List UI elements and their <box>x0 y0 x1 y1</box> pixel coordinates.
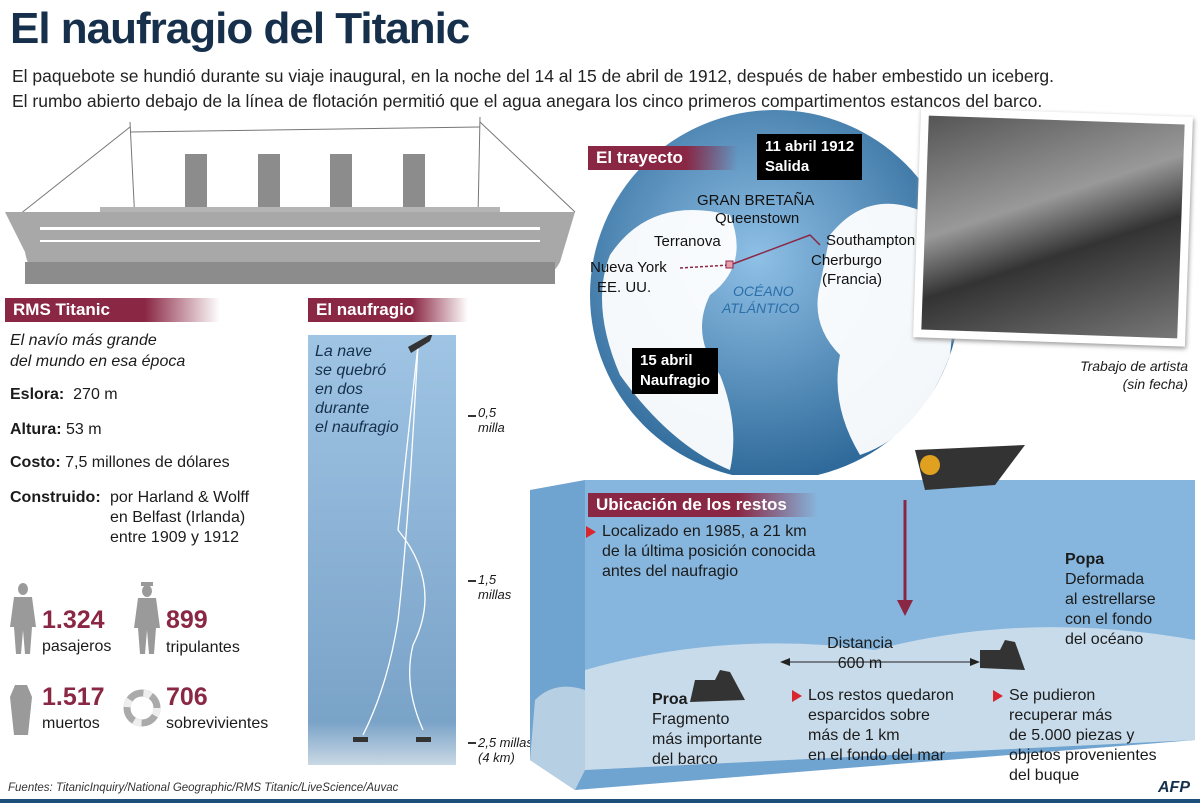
fact-construido-value: entre 1909 y 1912 <box>110 529 239 546</box>
stat-label: tripulantes <box>166 639 240 656</box>
depth-label: 2,5 millas(4 km) <box>478 735 533 765</box>
popa-text: Deformada <box>1065 571 1145 588</box>
lifebuoy-icon <box>123 689 161 727</box>
artwork-photo <box>913 107 1193 347</box>
sinking-depth-diagram <box>308 335 456 765</box>
stat-label: pasajeros <box>42 638 112 655</box>
sinking-note: La nave <box>315 343 372 360</box>
scattered-text: en el fondo del mar <box>808 747 945 764</box>
fact-construido-value: por Harland & Wolff <box>110 489 250 506</box>
map-label: (Francia) <box>822 271 883 288</box>
depth-tick <box>468 415 476 417</box>
fact-construido-value: en Belfast (Irlanda) <box>110 509 246 526</box>
distance-value: 600 m <box>837 655 883 672</box>
bottom-rule <box>0 799 1200 803</box>
recovered-text: Se pudieron <box>1009 687 1096 704</box>
fact-eslora: Eslora: 270 m <box>10 386 118 403</box>
trayecto-header: El trayecto <box>588 146 738 170</box>
subtitle-line: El paquebote se hundió durante su viaje … <box>12 66 1055 86</box>
map-label: Queenstown <box>715 210 800 227</box>
sinking-note: en dos <box>315 381 364 398</box>
located-text: antes del naufragio <box>602 563 739 580</box>
map-label: Southampton <box>826 232 916 249</box>
sources: Fuentes: TitanicInquiry/National Geograp… <box>8 782 399 794</box>
scattered-text: esparcidos sobre <box>808 707 930 724</box>
rms-titanic-header: RMS Titanic <box>5 298 220 322</box>
fact-construido-label: Construido: <box>10 489 101 506</box>
sinking-note: se quebró <box>315 362 387 379</box>
recovered-text: objetos provenientes <box>1009 747 1157 764</box>
titanic-ship-illustration <box>5 116 576 284</box>
naufragio-header: El naufragio <box>308 298 468 322</box>
proa-text: más importante <box>652 731 763 748</box>
distance-label: Distancia <box>827 635 893 652</box>
map-label: OCÉANO <box>733 283 794 299</box>
map-label: Cherburgo <box>811 252 882 269</box>
scattered-text: más de 1 km <box>808 727 900 744</box>
map-label: ATLÁNTICO <box>722 300 800 316</box>
popa-text: con el fondo <box>1065 611 1153 628</box>
recovered-text: recuperar más <box>1009 707 1113 724</box>
stat-label: sobrevivientes <box>166 715 269 732</box>
fact-costo: Costo: 7,5 millones de dólares <box>10 454 230 471</box>
popa-title: Popa <box>1065 551 1105 568</box>
stat-number: 706 <box>166 683 208 711</box>
map-label: Nueva York <box>590 259 667 276</box>
rms-intro: El navío más grande <box>10 332 157 349</box>
coffin-icon <box>10 685 32 735</box>
popa-text: al estrellarse <box>1065 591 1156 608</box>
depth-tick <box>468 580 476 582</box>
proa-text: del barco <box>652 751 718 768</box>
map-label: GRAN BRETAÑA <box>697 192 815 209</box>
popa-text: del océano <box>1065 631 1144 648</box>
ubicacion-header: Ubicación de los restos <box>588 493 818 517</box>
located-text: de la última posición conocida <box>602 543 816 560</box>
bullet-icon <box>586 525 596 538</box>
stat-number: 899 <box>166 606 208 634</box>
ocean-floor-diagram <box>530 445 1195 790</box>
proa-text: Fragmento <box>652 711 730 728</box>
rms-intro: del mundo en esa época <box>10 353 186 370</box>
subtitle-line: El rumbo abierto debajo de la línea de f… <box>12 91 1043 111</box>
artwork-caption: (sin fecha) <box>1122 376 1188 392</box>
sinking-note: durante <box>315 400 370 417</box>
recovered-text: del buque <box>1009 767 1080 784</box>
scattered-text: Los restos quedaron <box>808 687 954 704</box>
sinking-note: el naufragio <box>315 419 399 436</box>
recovered-text: de 5.000 piezas y <box>1009 727 1135 744</box>
map-label: EE. UU. <box>597 279 652 296</box>
located-text: Localizado en 1985, a 21 km <box>586 522 815 542</box>
stat-label: muertos <box>42 715 100 732</box>
proa-title: Proa <box>652 691 688 708</box>
stat-number: 1.324 <box>42 606 105 634</box>
fact-altura: Altura: 53 m <box>10 421 102 438</box>
bullet-icon <box>792 689 802 702</box>
artwork-caption: Trabajo de artista <box>1080 358 1188 374</box>
page-title: El naufragio del Titanic <box>10 4 470 53</box>
afp-logo: AFP <box>1158 779 1190 796</box>
map-label: Terranova <box>654 233 721 250</box>
bullet-icon <box>993 689 1003 702</box>
depth-tick <box>468 742 476 744</box>
stat-number: 1.517 <box>42 683 105 711</box>
crew-icon <box>134 582 160 654</box>
passenger-icon <box>10 583 36 654</box>
